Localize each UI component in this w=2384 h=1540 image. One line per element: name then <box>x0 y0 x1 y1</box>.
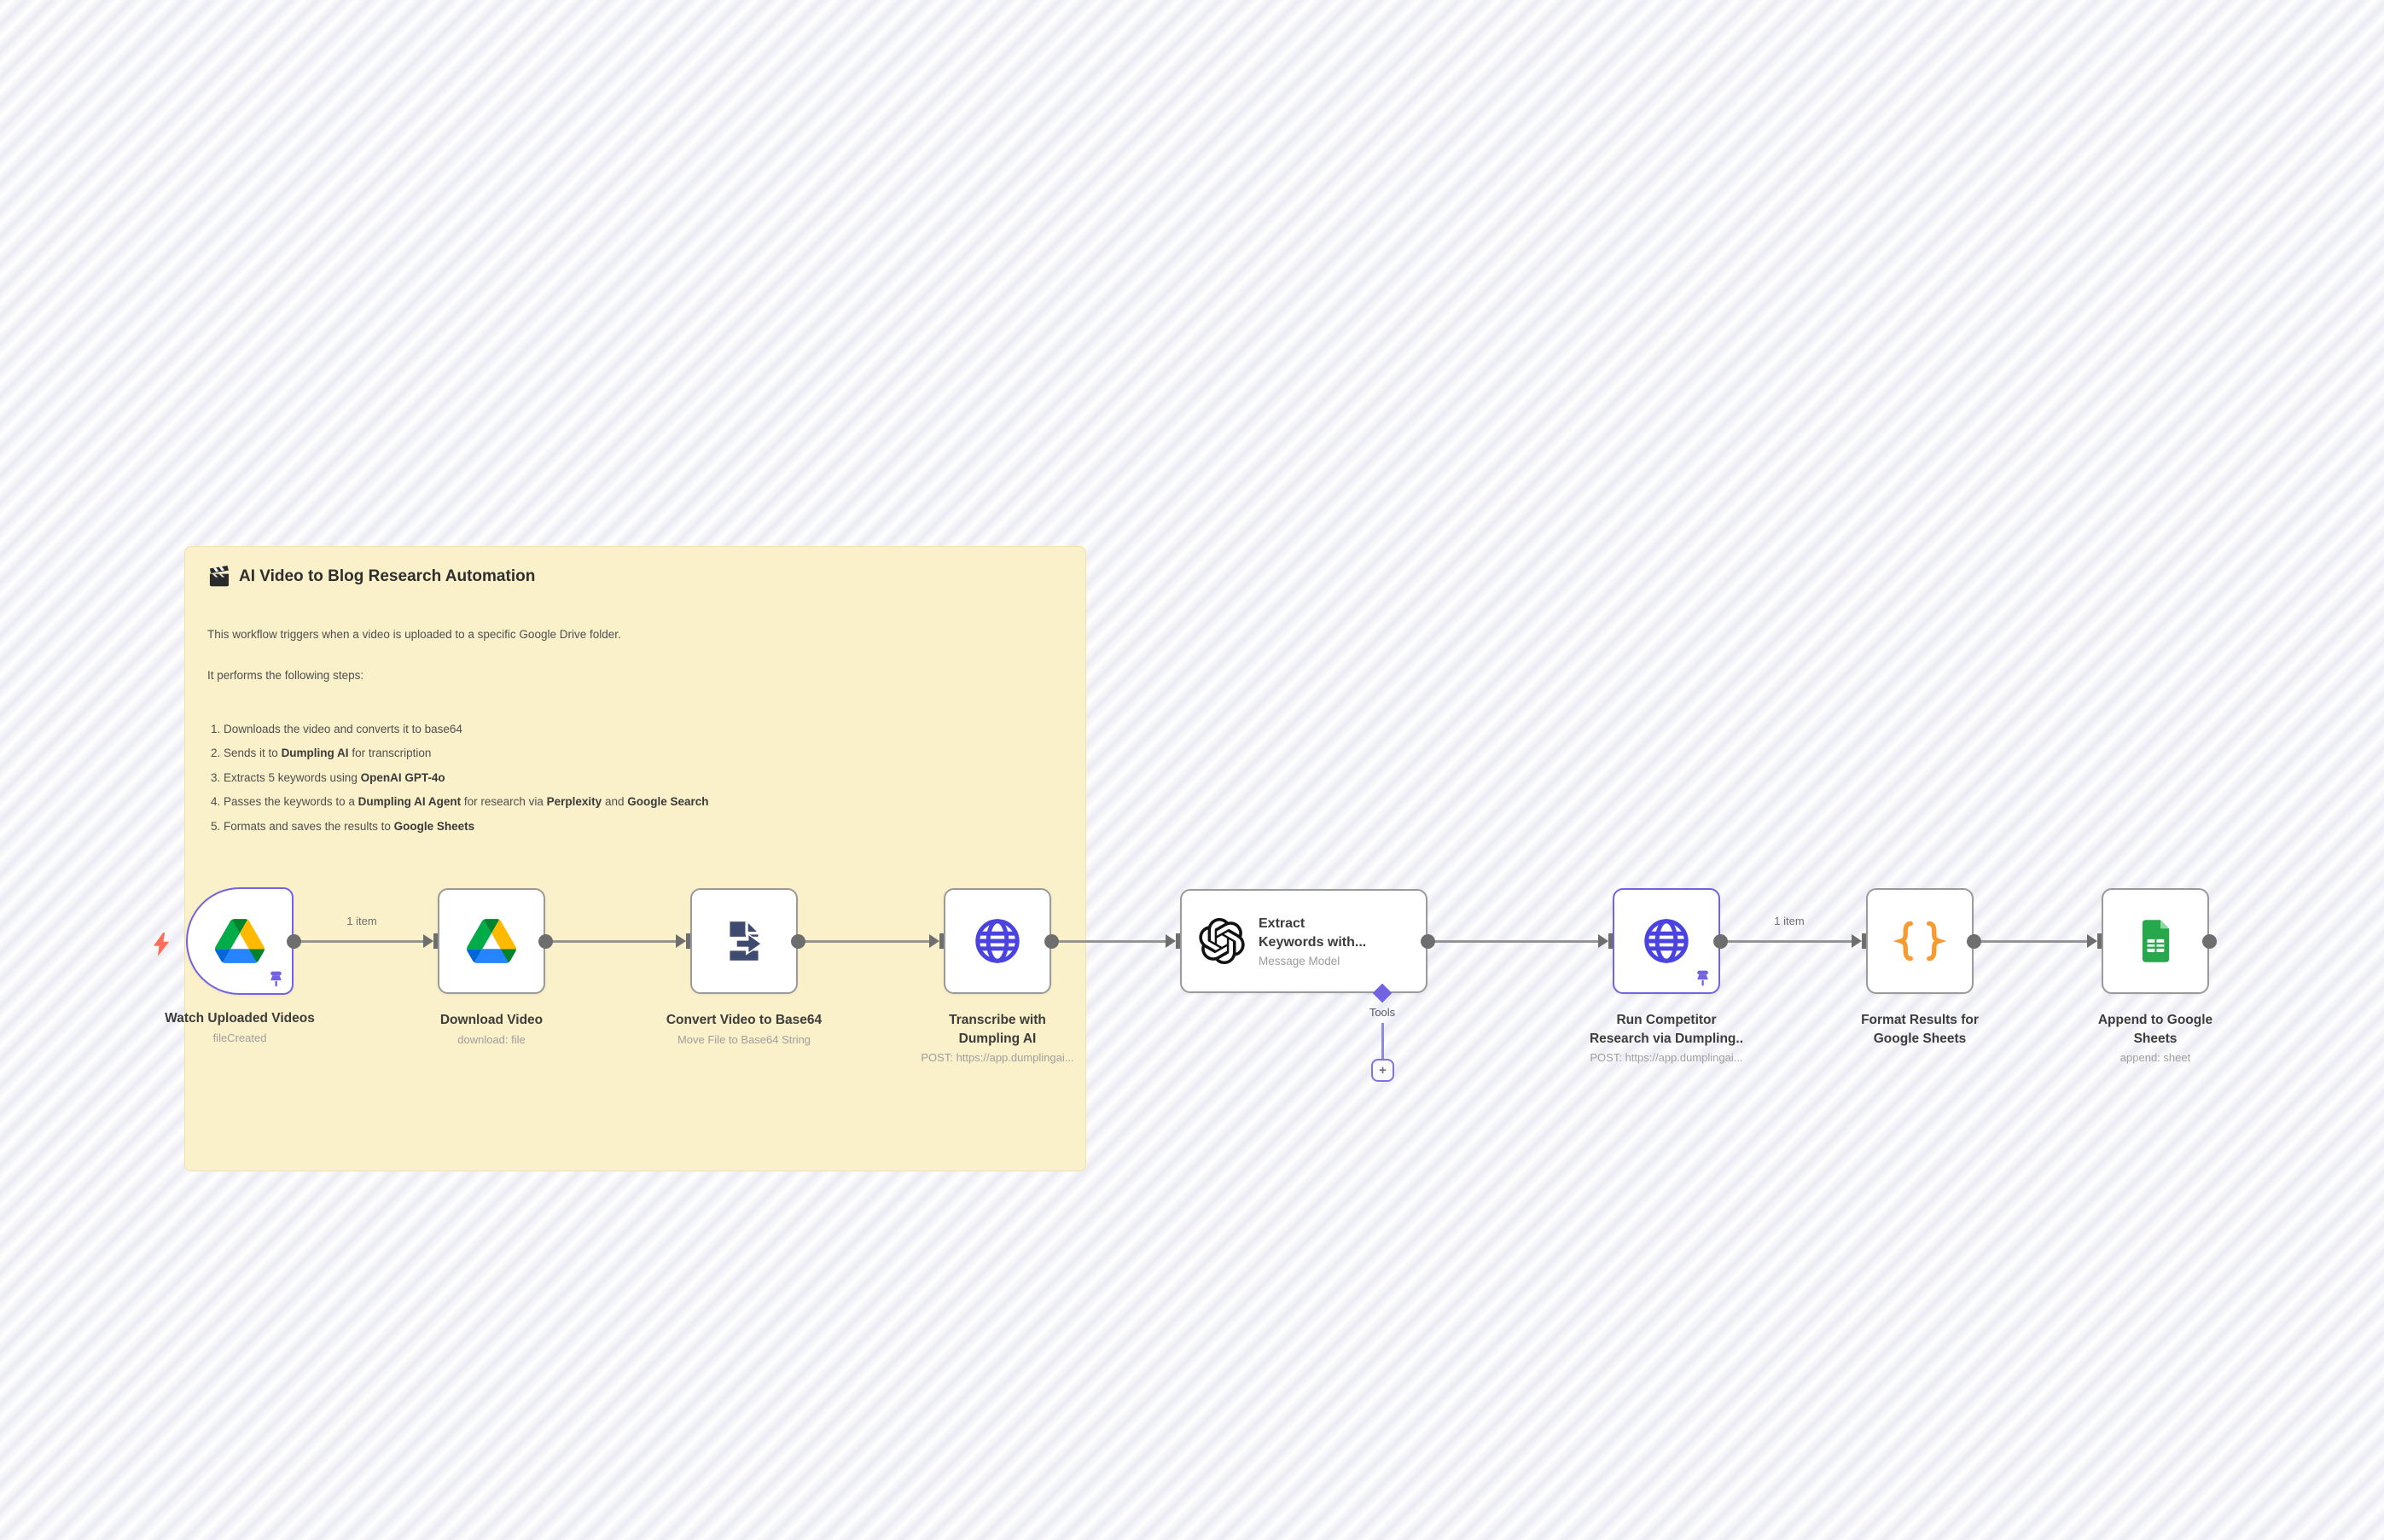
clapperboard-icon <box>209 566 230 587</box>
node-format-results-code[interactable] <box>1866 888 1974 994</box>
code-braces-icon <box>1893 921 1946 962</box>
sticky-title: AI Video to Blog Research Automation <box>239 567 536 585</box>
input-port[interactable] <box>1598 934 1608 948</box>
node-title: Extract <box>1259 915 1305 931</box>
input-port-bar <box>1608 933 1613 949</box>
sticky-note[interactable]: AI Video to Blog Research Automation Thi… <box>184 546 1086 1171</box>
sticky-steps-heading: It performs the following steps: <box>207 669 364 683</box>
wire <box>1434 939 1598 943</box>
input-port-bar <box>1176 933 1180 949</box>
node-convert-video-to-base64[interactable] <box>690 888 798 994</box>
input-port-bar <box>2097 933 2102 949</box>
node-label-watch-uploaded-videos: Watch Uploaded Videos fileCreated <box>165 1011 315 1044</box>
node-run-competitor-research[interactable] <box>1613 888 1720 994</box>
sticky-intro: This workflow triggers when a video is u… <box>207 628 621 641</box>
input-port-bar <box>939 933 944 949</box>
trigger-bolt-icon <box>153 933 170 956</box>
sticky-step: 3. Extracts 5 keywords using OpenAI GPT-… <box>211 770 445 784</box>
node-subtitle: Message Model <box>1259 955 1340 968</box>
sticky-step: 5. Formats and saves the results to Goog… <box>211 819 475 833</box>
wire <box>805 939 929 943</box>
node-append-to-google-sheets[interactable] <box>2102 888 2209 994</box>
google-drive-icon <box>215 919 265 963</box>
input-port[interactable] <box>423 934 433 948</box>
output-port[interactable] <box>790 933 805 949</box>
add-tool-button[interactable]: + <box>1371 1059 1394 1082</box>
output-port[interactable] <box>2201 933 2217 949</box>
sticky-step: 4. Passes the keywords to a Dumpling AI … <box>211 795 709 809</box>
wire <box>300 939 423 943</box>
output-port[interactable] <box>538 933 553 949</box>
plus-icon: + <box>1379 1063 1387 1078</box>
globe-icon <box>1644 919 1689 963</box>
node-transcribe-with-dumpling-ai[interactable] <box>944 888 1051 994</box>
output-port[interactable] <box>1420 933 1435 949</box>
node-download-video[interactable] <box>438 888 545 994</box>
wire <box>1980 939 2087 943</box>
google-drive-icon <box>467 919 516 963</box>
tools-connector-line <box>1381 1023 1384 1059</box>
node-watch-uploaded-videos[interactable] <box>186 887 294 995</box>
output-port[interactable] <box>1712 933 1728 949</box>
input-port[interactable] <box>2087 934 2097 948</box>
openai-icon <box>1199 918 1245 964</box>
input-port-bar <box>686 933 690 949</box>
output-port[interactable] <box>1966 933 1981 949</box>
wire <box>1727 939 1852 943</box>
output-port[interactable] <box>1044 933 1059 949</box>
pin-icon <box>1697 970 1708 986</box>
input-port-bar <box>433 933 438 949</box>
node-title: Keywords with... <box>1259 934 1367 950</box>
tools-label: Tools <box>1369 1006 1396 1019</box>
sticky-steps: 1. Downloads the video and converts it t… <box>207 721 1063 835</box>
output-port[interactable] <box>286 933 301 949</box>
node-extract-keywords-openai[interactable]: Extract Keywords with... Message Model <box>1180 889 1427 993</box>
input-port[interactable] <box>1852 934 1862 948</box>
node-label-convert-video: Convert Video to Base64 Move File to Bas… <box>666 1013 823 1046</box>
sticky-step: 2. Sends it to Dumpling AI for transcrip… <box>211 747 432 760</box>
pin-icon <box>270 971 282 987</box>
wire-item-count: 1 item <box>346 915 377 927</box>
google-sheets-icon <box>2142 920 2170 962</box>
file-export-icon <box>729 921 764 961</box>
wire-item-count: 1 item <box>1774 915 1805 927</box>
sticky-step: 1. Downloads the video and converts it t… <box>211 722 462 735</box>
input-port[interactable] <box>929 934 939 948</box>
input-port[interactable] <box>676 934 686 948</box>
input-port-bar <box>1862 933 1866 949</box>
wire <box>1058 939 1166 943</box>
input-port[interactable] <box>1166 934 1176 948</box>
node-label-download-video: Download Video download: file <box>439 1013 544 1046</box>
wire <box>552 939 676 943</box>
globe-icon <box>975 919 1020 963</box>
